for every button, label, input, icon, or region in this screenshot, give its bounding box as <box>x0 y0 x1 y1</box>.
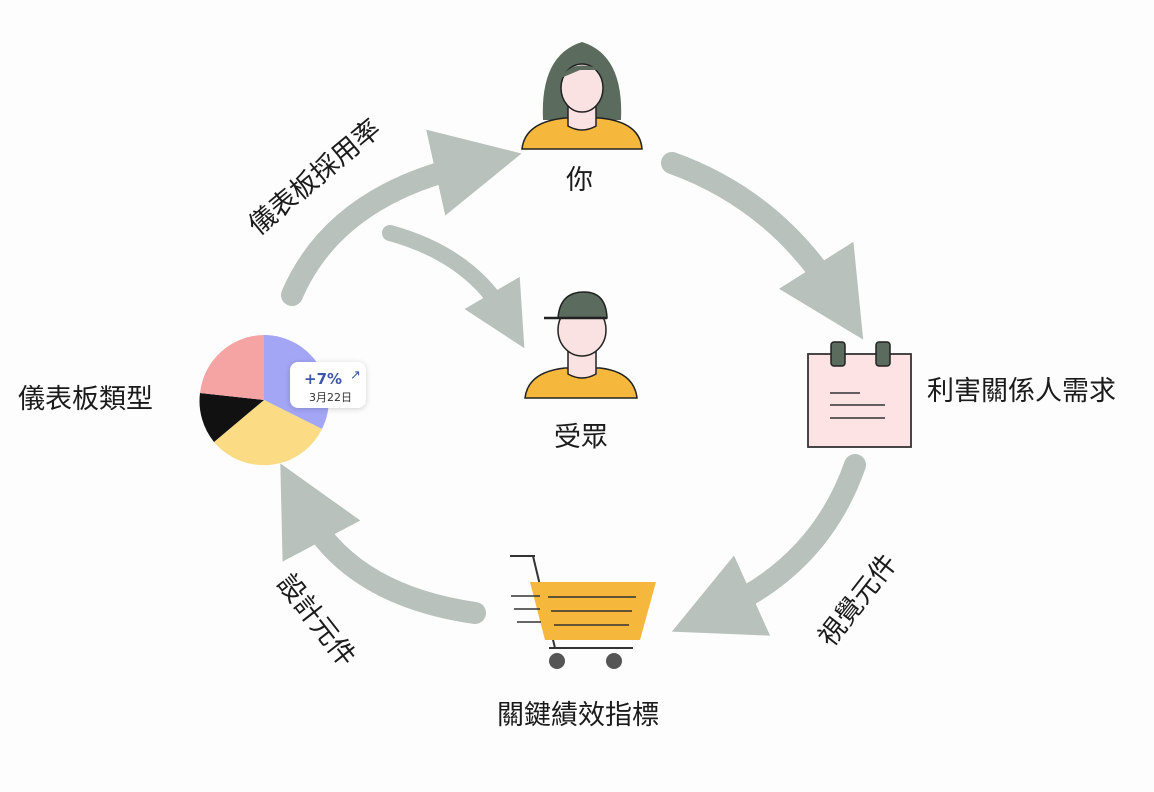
calendar-icon <box>807 341 912 448</box>
arrow-kpi-to-dashboard <box>280 463 486 624</box>
person-audience-icon <box>524 291 638 399</box>
arrow-to-audience <box>382 225 525 349</box>
person-you-icon <box>521 42 643 150</box>
metric-value: +7% <box>304 370 343 388</box>
node-label-kpis: 關鍵績效指標 <box>497 700 659 731</box>
node-label-audience: 受眾 <box>554 422 608 453</box>
arrow-stakeholder-to-kpi <box>671 454 866 636</box>
metric-badge: +7% ↗ 3月22日 <box>290 362 366 408</box>
trend-up-icon: ↗ <box>350 368 361 383</box>
node-label-dashboard-types: 儀表板類型 <box>18 384 153 415</box>
shopping-cart-icon <box>510 555 656 669</box>
node-label-you: 你 <box>566 165 593 196</box>
arrow-dashboard-to-you <box>281 129 522 306</box>
arrow-you-to-stakeholder <box>661 152 864 340</box>
node-label-stakeholder-needs: 利害關係人需求 <box>927 376 1116 407</box>
metric-date: 3月22日 <box>309 391 352 404</box>
